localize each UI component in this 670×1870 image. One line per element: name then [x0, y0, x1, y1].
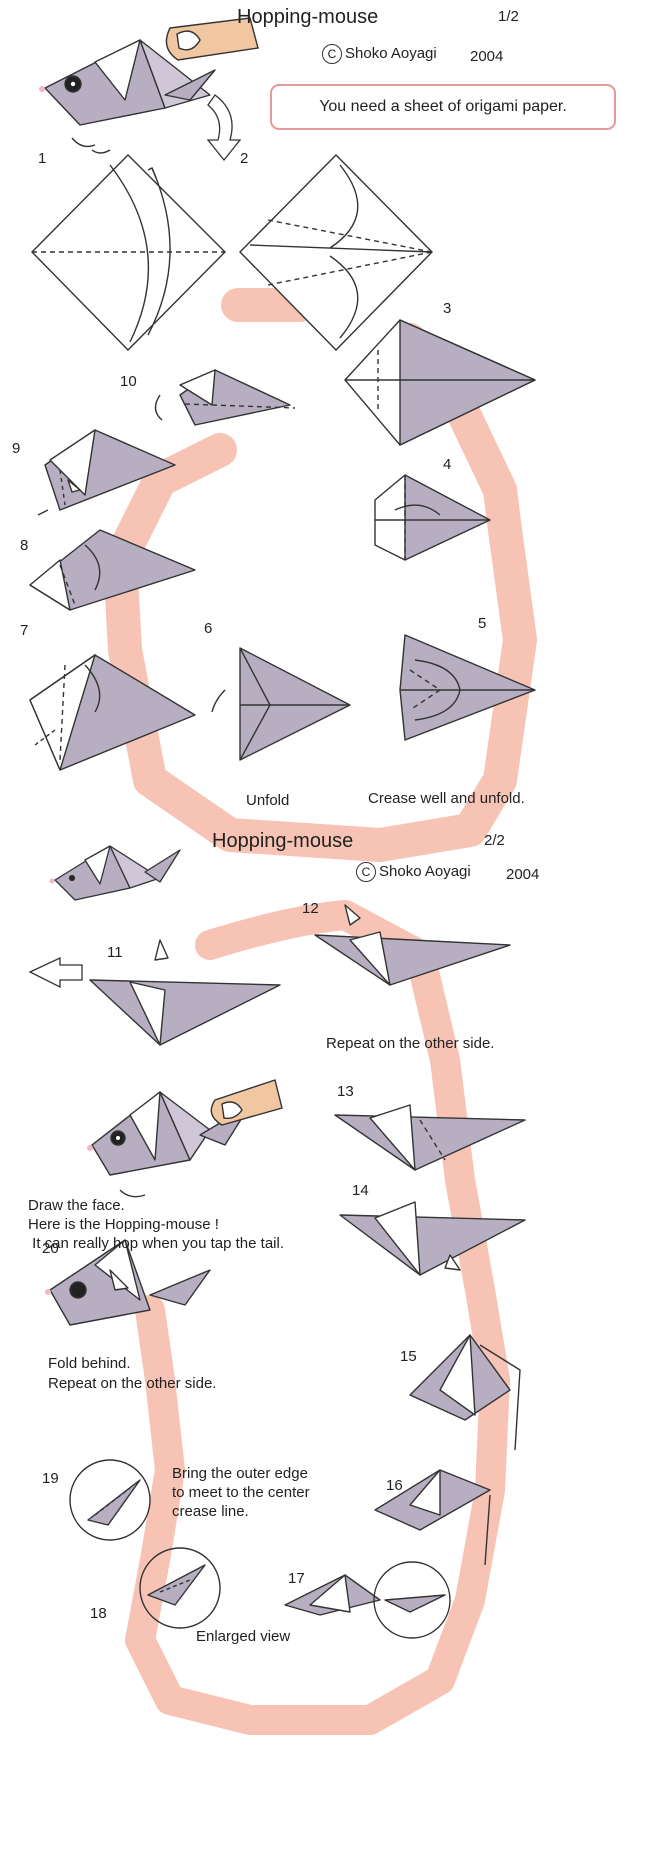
caption-enlarged: Enlarged view [196, 1628, 291, 1645]
mouse-illustration-top [39, 39, 216, 154]
caption-crease: Crease well and unfold. [368, 790, 525, 807]
step-5-diagram [399, 634, 536, 741]
copyright-icon: C [322, 44, 342, 64]
step-18-diagram [139, 1547, 221, 1629]
sheet2-year: 2004 [506, 866, 540, 883]
step-19-diagram [69, 1459, 151, 1541]
mouse-illustration-sheet2 [49, 845, 181, 901]
step-12-diagram [314, 904, 511, 986]
step-4-diagram [374, 474, 491, 561]
finger-icon [210, 1079, 283, 1126]
caption-repeat-other: Repeat on the other side. [48, 1375, 217, 1392]
fold-arrow-icon [206, 94, 242, 162]
caption-repeat: Repeat on the other side. [326, 1035, 495, 1052]
step-7-diagram [29, 654, 196, 771]
step-number-18: 18 [90, 1605, 107, 1622]
step-number-19: 19 [42, 1470, 59, 1487]
sheet1-title: Hopping-mouse [237, 6, 379, 28]
final-mouse [87, 1091, 251, 1198]
sheet2-title: Hopping-mouse [212, 830, 354, 852]
step-9-diagram [37, 429, 176, 516]
sheet2-page-number: 2/2 [484, 832, 505, 849]
step-number-11: 11 [107, 944, 123, 961]
step-number-2: 2 [240, 150, 249, 167]
step-6-diagram [211, 647, 351, 761]
paper-notice-text: You need a sheet of origami paper. [319, 98, 567, 115]
step-number-15: 15 [400, 1348, 417, 1365]
caption-here-is: Here is the Hopping-mouse ! [28, 1216, 219, 1233]
step-8-diagram [29, 529, 196, 611]
turn-over-arrow-icon [28, 956, 83, 989]
step-number-10: 10 [120, 373, 137, 390]
step-14-diagram [339, 1201, 526, 1276]
step-16-diagram [374, 1469, 491, 1566]
caption-can-hop: It can really hop when you tap the tail. [28, 1235, 284, 1252]
step-number-14: 14 [352, 1182, 369, 1199]
step-15-diagram [409, 1334, 521, 1451]
copyright-icon: C [356, 862, 376, 882]
step-number-1: 1 [38, 150, 47, 167]
caption-unfold: Unfold [246, 792, 290, 809]
caption-bring-edge-2: to meet to the center [172, 1484, 310, 1501]
step-number-17: 17 [288, 1570, 305, 1587]
step-number-12: 12 [302, 900, 319, 917]
step-number-13: 13 [337, 1083, 354, 1100]
step-3-diagram [344, 319, 536, 446]
step-number-8: 8 [20, 537, 29, 554]
step-number-7: 7 [20, 622, 29, 639]
step-number-16: 16 [386, 1477, 403, 1494]
step-number-4: 4 [443, 456, 452, 473]
sheet2-copyright-name: Shoko Aoyagi [379, 863, 471, 880]
caption-fold-behind: Fold behind. [48, 1355, 131, 1372]
step-number-5: 5 [478, 615, 487, 632]
step-number-3: 3 [443, 300, 452, 317]
step-2-diagram [239, 154, 433, 352]
caption-bring-edge-3: crease line. [172, 1503, 249, 1520]
sheet1-page-number: 1/2 [498, 8, 519, 25]
step-number-9: 9 [12, 440, 21, 457]
step-number-6: 6 [204, 620, 213, 637]
step-number-20: 20 [42, 1240, 59, 1257]
step-11-diagram [89, 939, 281, 1046]
step-10-diagram [154, 369, 296, 426]
caption-bring-edge-1: Bring the outer edge [172, 1465, 308, 1482]
step-17-diagram [284, 1561, 451, 1639]
paper-notice: You need a sheet of origami paper. [270, 84, 616, 130]
step-1-diagram [31, 154, 226, 351]
step-13-diagram [334, 1104, 526, 1171]
step-20-diagram [45, 1239, 211, 1326]
sheet1-year: 2004 [470, 48, 504, 65]
caption-draw-face: Draw the face. [28, 1197, 125, 1214]
sheet1-copyright-name: Shoko Aoyagi [345, 45, 437, 62]
finger-icon [165, 17, 259, 61]
